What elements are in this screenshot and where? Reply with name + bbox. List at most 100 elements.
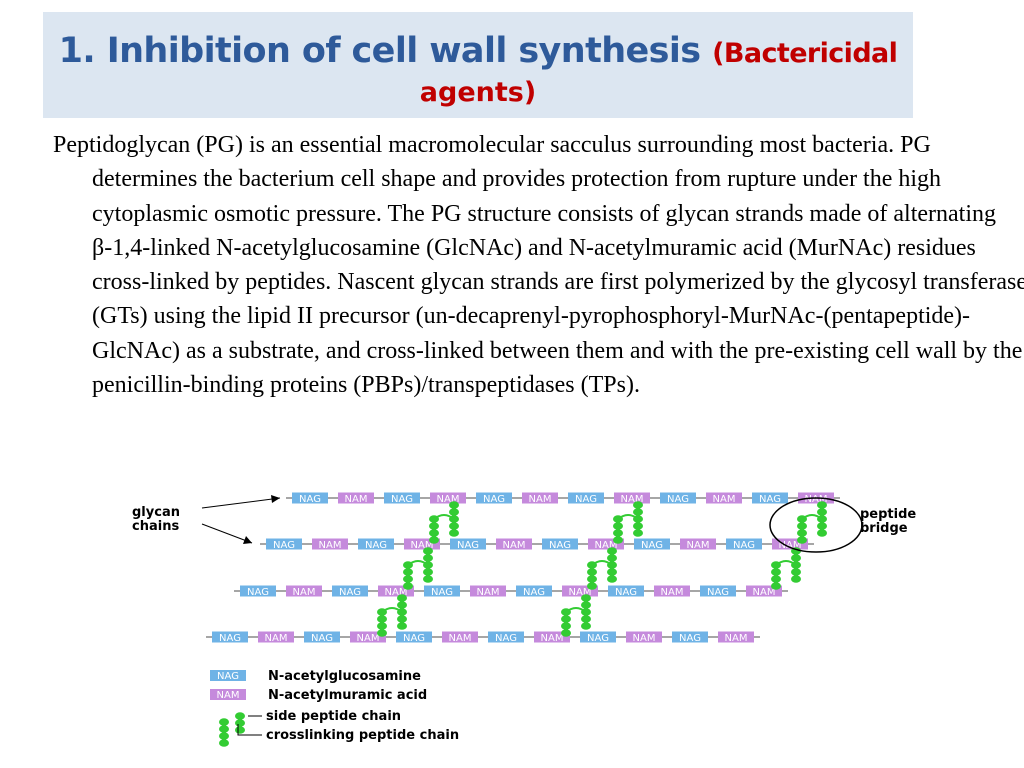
nag-residue-label: NAG <box>219 633 241 644</box>
nam-residue <box>430 492 466 504</box>
nam-residue-label: NAM <box>541 633 564 644</box>
nag-residue <box>660 492 696 504</box>
nag-residue-label: NAG <box>365 540 387 551</box>
body-paragraph: Peptidoglycan (PG) is an essential macro… <box>53 132 1024 399</box>
nag-residue <box>266 538 302 550</box>
nam-residue <box>442 631 478 643</box>
nam-residue <box>378 585 414 597</box>
peptide-bead <box>587 582 597 590</box>
nag-residue <box>752 492 788 504</box>
peptide-bead <box>791 575 801 583</box>
peptide-crosslink <box>433 514 455 520</box>
nam-residue <box>772 538 808 550</box>
nag-residue <box>608 585 644 597</box>
nag-residue-label: NAG <box>523 587 545 598</box>
nam-residue-label: NAM <box>621 494 644 505</box>
nag-residue <box>358 538 394 550</box>
peptide-bead <box>817 529 827 537</box>
nam-residue-label: NAM <box>411 540 434 551</box>
nam-residue <box>706 492 742 504</box>
nam-residue <box>746 585 782 597</box>
legend-nag-swatch <box>210 670 246 681</box>
legend-side-label: side peptide chain <box>266 709 401 724</box>
peptide-bead <box>403 575 413 583</box>
nag-residue <box>292 492 328 504</box>
peptide-bead <box>613 536 623 544</box>
nam-residue <box>562 585 598 597</box>
peptide-bead <box>423 568 433 576</box>
peptide-bead <box>613 522 623 530</box>
legend-nag-swatch-text: NAG <box>217 671 239 682</box>
nam-residue <box>496 538 532 550</box>
nam-residue-label: NAM <box>569 587 592 598</box>
nam-residue-label: NAM <box>265 633 288 644</box>
peptide-bead <box>219 718 229 726</box>
peptide-bead <box>219 732 229 740</box>
peptide-bead <box>403 568 413 576</box>
nag-residue <box>700 585 736 597</box>
peptide-bead <box>219 739 229 747</box>
peptide-crosslink <box>407 560 429 566</box>
nag-residue-label: NAG <box>615 587 637 598</box>
nam-residue-label: NAM <box>449 633 472 644</box>
nag-residue-label: NAG <box>457 540 479 551</box>
nag-residue-label: NAG <box>679 633 701 644</box>
nam-residue-label: NAM <box>633 633 656 644</box>
legend-nam-swatch <box>210 689 246 700</box>
nam-residue-label: NAM <box>437 494 460 505</box>
peptide-bead <box>633 529 643 537</box>
nag-residue <box>542 538 578 550</box>
peptide-bead <box>397 594 407 602</box>
nam-residue <box>286 585 322 597</box>
peptide-bead <box>377 615 387 623</box>
legend-peptide-chain <box>219 712 245 747</box>
nag-residue-label: NAG <box>339 587 361 598</box>
peptide-bead <box>561 615 571 623</box>
peptide-bead <box>429 522 439 530</box>
peptide-bead <box>423 554 433 562</box>
peptide-bead <box>771 582 781 590</box>
nag-residue-label: NAG <box>431 587 453 598</box>
nag-residue-label: NAG <box>391 494 413 505</box>
nam-residue-label: NAM <box>595 540 618 551</box>
peptide-crosslink <box>381 607 403 613</box>
nam-residue-label: NAM <box>805 494 828 505</box>
legend-nag-label: N-acetylglucosamine <box>268 669 421 684</box>
peptide-crosslink <box>801 514 823 520</box>
peptide-bridge-label: bridge <box>860 521 908 536</box>
peptide-bead <box>449 501 459 509</box>
peptide-bead <box>581 601 591 609</box>
title-main: 1. Inhibition of cell wall synthesis <box>58 31 701 71</box>
peptide-crosslink <box>775 560 797 566</box>
peptide-bead <box>633 501 643 509</box>
peptide-bead <box>449 508 459 516</box>
glycan-chains-label: glycan <box>132 505 180 520</box>
peptide-bead <box>561 622 571 630</box>
nag-residue-label: NAG <box>575 494 597 505</box>
glycan-strands: NAG NAM NAG NAM NAG NAM NAG NAM NAG NAM NAG NAM NAG N… <box>206 492 840 644</box>
peptide-chains <box>377 501 827 637</box>
nag-residue <box>304 631 340 643</box>
nam-residue <box>522 492 558 504</box>
legend-cross-bracket <box>237 724 262 736</box>
peptide-bridge-circle <box>769 497 863 553</box>
nam-residue-label: NAM <box>753 587 776 598</box>
peptide-bead <box>587 568 597 576</box>
glycan-chains-label: chains <box>132 519 179 534</box>
peptide-crosslink <box>617 514 639 520</box>
nag-residue <box>516 585 552 597</box>
peptide-bead <box>377 622 387 630</box>
peptide-bead <box>797 522 807 530</box>
peptide-bead <box>817 508 827 516</box>
nam-residue-label: NAM <box>477 587 500 598</box>
nam-residue-label: NAM <box>725 633 748 644</box>
nam-residue-label: NAM <box>293 587 316 598</box>
legend-nam-swatch-text: NAM <box>217 690 240 701</box>
nag-residue <box>424 585 460 597</box>
peptide-bead <box>817 501 827 509</box>
peptide-bead <box>607 554 617 562</box>
nam-residue <box>470 585 506 597</box>
nam-residue-label: NAM <box>529 494 552 505</box>
peptide-crosslink <box>591 560 613 566</box>
peptide-bead <box>397 615 407 623</box>
